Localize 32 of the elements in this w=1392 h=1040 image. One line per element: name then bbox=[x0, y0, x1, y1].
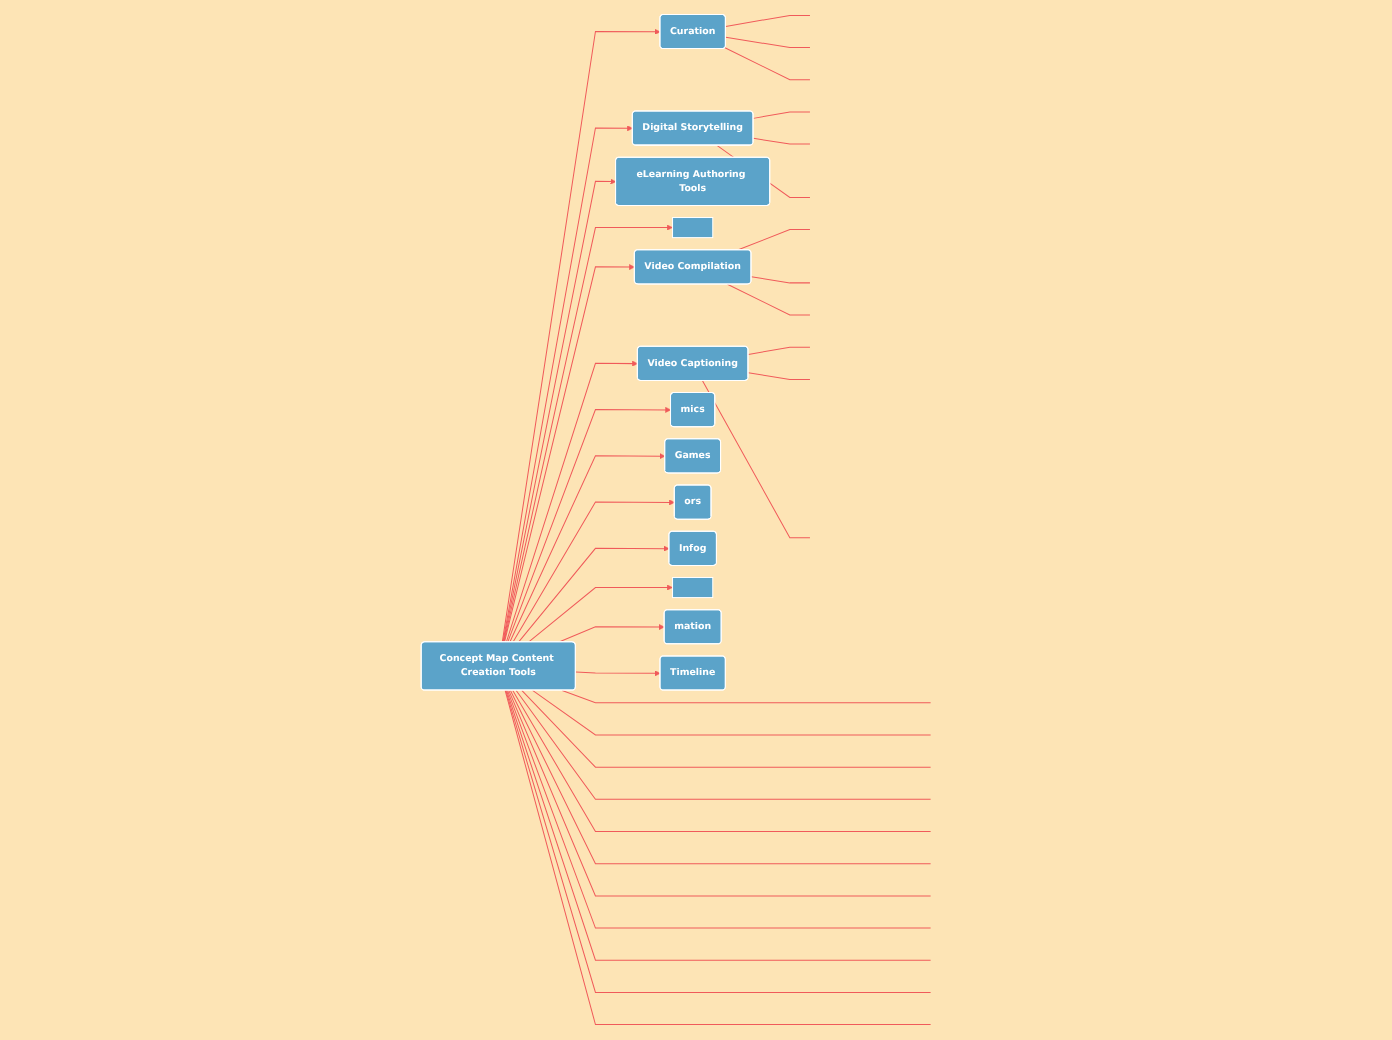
connector-line bbox=[561, 689, 932, 704]
connector-line bbox=[725, 14, 811, 27]
arrow bbox=[509, 453, 666, 643]
arrow bbox=[503, 224, 673, 643]
arrow bbox=[557, 624, 665, 643]
node-box bbox=[672, 217, 714, 239]
arrow bbox=[503, 264, 635, 643]
arrow bbox=[507, 406, 672, 643]
connector-line bbox=[747, 346, 811, 355]
arrow bbox=[502, 125, 633, 643]
connector-line bbox=[515, 689, 932, 800]
connector-line bbox=[752, 137, 811, 145]
connector-line bbox=[752, 111, 811, 119]
arrow bbox=[512, 499, 675, 643]
connector-line bbox=[532, 689, 932, 736]
connector-line bbox=[512, 689, 932, 833]
connector-line bbox=[521, 689, 932, 768]
connector-line bbox=[737, 229, 811, 251]
arrow bbox=[575, 670, 661, 677]
connector-line bbox=[509, 689, 932, 865]
arrow bbox=[528, 584, 673, 643]
connector-line bbox=[724, 47, 811, 81]
connector-line bbox=[702, 380, 811, 539]
arrow bbox=[518, 545, 670, 643]
arrow bbox=[501, 28, 661, 643]
node-box bbox=[672, 576, 714, 599]
arrow bbox=[502, 178, 617, 643]
arrow bbox=[505, 360, 638, 643]
connector-line bbox=[750, 276, 811, 284]
connector-line bbox=[747, 372, 811, 380]
connector-line bbox=[725, 36, 811, 49]
connector-line bbox=[726, 283, 811, 316]
